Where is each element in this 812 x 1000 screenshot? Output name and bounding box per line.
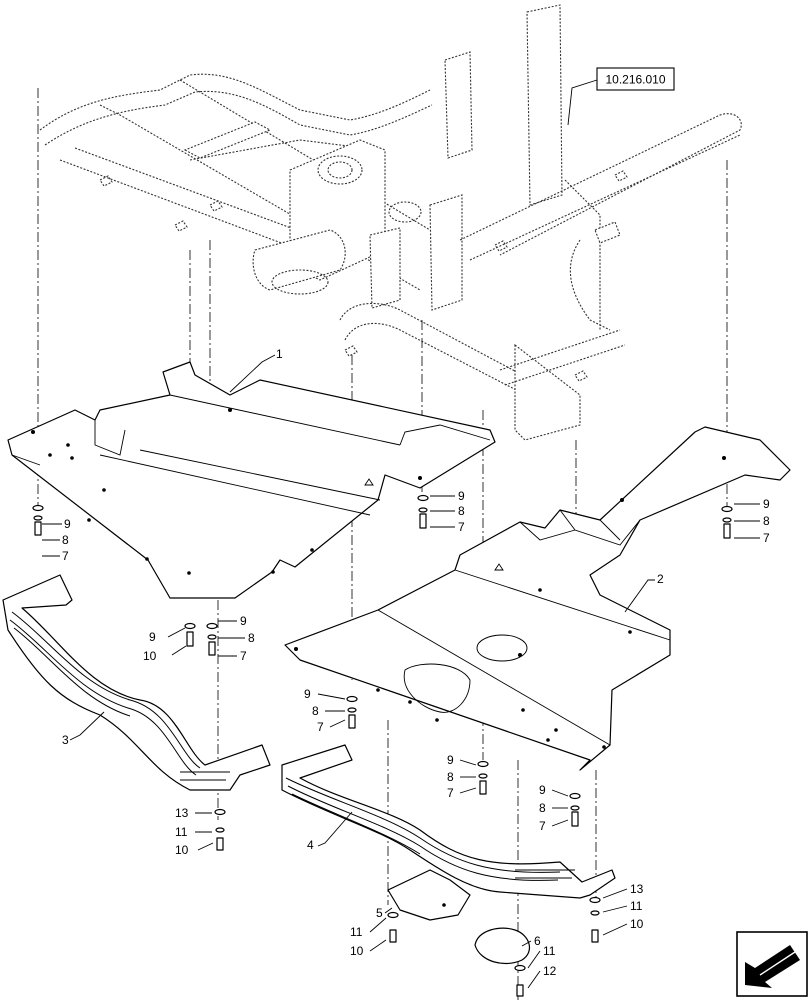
fastener-stack-a: [32, 504, 44, 536]
fasteners: [32, 494, 733, 997]
callout-8: 8: [458, 504, 465, 518]
fastener-stack-j: [589, 896, 601, 943]
callout-8: 8: [763, 514, 770, 528]
callout-9: 9: [64, 517, 71, 531]
fastener-stack-k: [387, 911, 399, 943]
fastener-stack-l: [514, 964, 526, 997]
callout-11: 11: [630, 899, 643, 913]
reference-box[interactable]: 10.216.010: [567, 67, 675, 126]
callout-10: 10: [175, 843, 189, 857]
callout-9: 9: [763, 497, 770, 511]
fastener-stack-f: [346, 695, 358, 729]
fastener-stack-c: [721, 505, 733, 539]
callout-10: 10: [350, 944, 364, 958]
callout-9: 9: [304, 687, 311, 701]
callout-11: 11: [175, 825, 188, 839]
arrow-nav-icon[interactable]: [736, 931, 808, 997]
callout-7: 7: [458, 520, 465, 534]
part-4-skid-right[interactable]: [281, 744, 616, 899]
fastener-stack-e: [206, 622, 218, 656]
callout-1: 1: [276, 347, 283, 361]
callout-6: 6: [534, 934, 541, 948]
part-6-round-cover[interactable]: [474, 927, 531, 965]
callout-3: 3: [62, 733, 69, 747]
callout-13: 13: [630, 882, 644, 896]
callout-7: 7: [317, 720, 324, 734]
callout-5: 5: [376, 906, 383, 920]
part-3-skid-left[interactable]: [2, 574, 271, 791]
callout-10: 10: [143, 649, 157, 663]
callout-9: 9: [458, 489, 465, 503]
fastener-stack-d: [184, 622, 196, 647]
leader-lines: [42, 354, 760, 989]
callout-7: 7: [62, 549, 69, 563]
callout-8: 8: [539, 801, 546, 815]
reference-box-frame: [596, 67, 675, 91]
fastener-stack-g: [477, 760, 489, 795]
reference-box-label: 10.216.010: [605, 73, 665, 87]
part-5-cover-plate[interactable]: [387, 869, 471, 921]
callout-9: 9: [539, 783, 546, 797]
callout-7: 7: [240, 649, 247, 663]
callout-13: 13: [175, 806, 189, 820]
fastener-stack-i: [214, 808, 226, 851]
callout-8: 8: [312, 704, 319, 718]
callout-9: 9: [447, 753, 454, 767]
frame-assembly: [39, 4, 742, 441]
callout-11: 11: [350, 925, 363, 939]
part-1-bottom-plate-left[interactable]: [7, 361, 496, 599]
callout-7: 7: [447, 786, 454, 800]
callout-labels: 1 2 3 4 5 6 9 8 7 9 8 7 9 8 7 9 9 8 10 7…: [62, 347, 770, 978]
callout-9: 9: [149, 630, 156, 644]
callout-8: 8: [447, 770, 454, 784]
callout-10: 10: [630, 917, 644, 931]
part-2-bottom-plate-right[interactable]: [284, 426, 791, 771]
fastener-stack-b: [417, 494, 429, 529]
callout-11: 11: [543, 944, 556, 958]
callout-2: 2: [657, 572, 664, 586]
callout-7: 7: [539, 819, 546, 833]
callout-4: 4: [307, 838, 314, 852]
fastener-stack-h: [569, 792, 581, 827]
callout-7: 7: [763, 531, 770, 545]
callout-9: 9: [240, 614, 247, 628]
callout-12: 12: [543, 964, 557, 978]
reference-leader: [567, 79, 598, 126]
callout-8: 8: [248, 631, 255, 645]
callout-8: 8: [62, 533, 69, 547]
